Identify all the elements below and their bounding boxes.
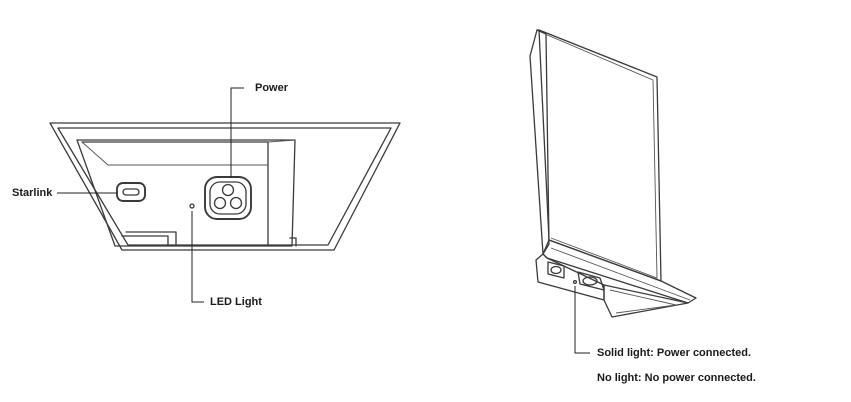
no-light-label: No light: No power connected. [597, 372, 756, 384]
starlink-label: Starlink [12, 187, 53, 199]
device-bottom-view [49, 122, 401, 251]
led-indicator [189, 203, 195, 209]
status-leader-line [574, 286, 590, 354]
power-leader-line [230, 87, 244, 178]
device-isometric-view [529, 29, 697, 318]
power-label: Power [255, 82, 289, 94]
power-port [204, 176, 252, 220]
led-leader-line [191, 211, 204, 303]
solid-light-label: Solid light: Power connected. [597, 347, 752, 359]
led-light-label: LED Light [210, 296, 262, 308]
starlink-port [116, 182, 146, 202]
